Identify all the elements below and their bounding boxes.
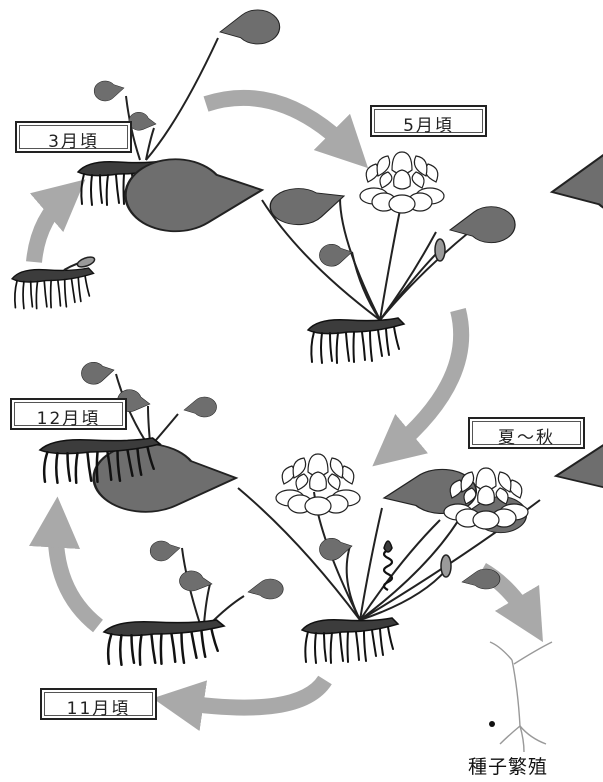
arrow-summer-to-november bbox=[178, 680, 325, 708]
label-december: 12月頃 bbox=[10, 398, 127, 430]
seedling bbox=[489, 642, 552, 752]
sprouting-rhizome bbox=[12, 255, 96, 308]
label-march: 3月頃 bbox=[15, 121, 132, 153]
label-may: 5月頃 bbox=[370, 105, 487, 137]
caption-seed-propagation: 種子繁殖 bbox=[468, 752, 548, 779]
arrow-start-to-march bbox=[34, 196, 66, 262]
arrow-may-to-summer bbox=[392, 310, 461, 450]
arrow-november-to-december bbox=[56, 522, 98, 626]
label-november: 11月頃 bbox=[40, 688, 157, 720]
arrow-march-to-may bbox=[206, 98, 350, 150]
label-summer-autumn: 夏～秋 bbox=[468, 417, 585, 449]
may-plant bbox=[121, 145, 603, 363]
november-plant bbox=[104, 541, 283, 665]
